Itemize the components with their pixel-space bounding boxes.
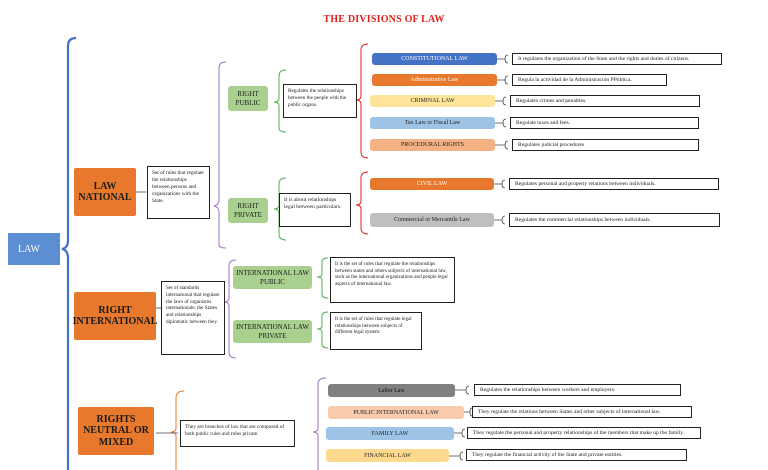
branch-procedural-rights: PROCEDURAL RIGHTS <box>370 139 495 151</box>
branch-labor-law: Labor Law <box>328 384 455 397</box>
leaf-connectors <box>449 54 509 461</box>
branch-constitutional-law: CONSTITUTIONAL LAW <box>372 53 497 65</box>
mixed-branch-bracket <box>312 377 327 470</box>
private-bracket <box>273 177 287 241</box>
branch-family-law-text: They regulate the personal and property … <box>467 427 701 439</box>
branch-administrative-law-text: Regula la actividad de la Administración… <box>512 74 667 86</box>
branch-criminal-law: CRIMINAL LAW <box>370 95 495 107</box>
branch-financial-law-text: They regulate the financial activity of … <box>466 449 687 461</box>
private-branch-bracket <box>355 171 369 235</box>
branch-commercial-law-text: Regulates the commercial relationships b… <box>509 213 720 227</box>
node-international-public: INTERNATIONAL LAW PUBLIC <box>233 266 312 289</box>
national-bracket <box>213 61 227 249</box>
branch-public-international-law-text: They regulate the relations between Stat… <box>472 406 692 418</box>
mixed-description: They are branches of law that are compos… <box>180 420 295 447</box>
diagram-title: THE DIVISIONS OF LAW <box>323 14 445 25</box>
branch-civil-law-text: Regulates personal and property relation… <box>509 178 719 190</box>
right-private-description: It is about relationships legal between … <box>279 193 351 227</box>
national-description: Set of rules that regulate the relations… <box>147 166 210 219</box>
node-international-private: INTERNATIONAL LAW PRIVATE <box>233 320 312 343</box>
international-public-description: It is the set of rules that regulate the… <box>330 257 455 303</box>
branch-administrative-law: Administrative Law <box>372 74 497 86</box>
branch-procedural-rights-text: Regulates judicial procedures <box>512 139 699 151</box>
category-national: LAW NATIONAL <box>74 168 136 216</box>
international-description: Set of standards international that regu… <box>161 281 225 355</box>
public-branch-bracket <box>355 43 369 159</box>
category-mixed: RIGHTS NEUTRAL OR MIXED <box>78 407 154 455</box>
branch-tax-law-text: Regulate taxes and fees. <box>510 117 699 129</box>
node-right-public: RIGHT PUBLIC <box>228 86 268 111</box>
root-node-law: LAW <box>8 233 60 265</box>
branch-public-international-law: PUBLIC INTERNATIONAL LAW <box>328 406 464 419</box>
intl-private-bracket <box>316 311 329 349</box>
branch-criminal-law-text: Regulates crimes and penalties. <box>510 95 700 107</box>
branch-family-law: FAMILY LAW <box>326 427 454 440</box>
international-private-description: It is the set of rules that regulate leg… <box>330 312 422 350</box>
branch-labor-law-text: Regulates the relationships between work… <box>474 384 681 396</box>
intl-public-bracket <box>316 257 329 299</box>
node-right-private: RIGHT PRIVATE <box>228 198 268 223</box>
category-international: RIGHT INTERNATIONAL <box>73 292 157 340</box>
main-bracket <box>61 36 77 470</box>
right-public-description: Regulates the relationships between the … <box>283 84 357 118</box>
branch-civil-law: CIVIL LAW <box>370 178 494 190</box>
branch-commercial-law: Commercial or Mercantile Law <box>370 213 494 227</box>
public-bracket <box>273 69 287 133</box>
branch-financial-law: FINANCIAL LAW <box>326 449 449 462</box>
branch-tax-law: Tax Law or Fiscal Law <box>370 117 495 129</box>
branch-constitutional-law-text: It regulates the organization of the Sta… <box>512 53 722 65</box>
